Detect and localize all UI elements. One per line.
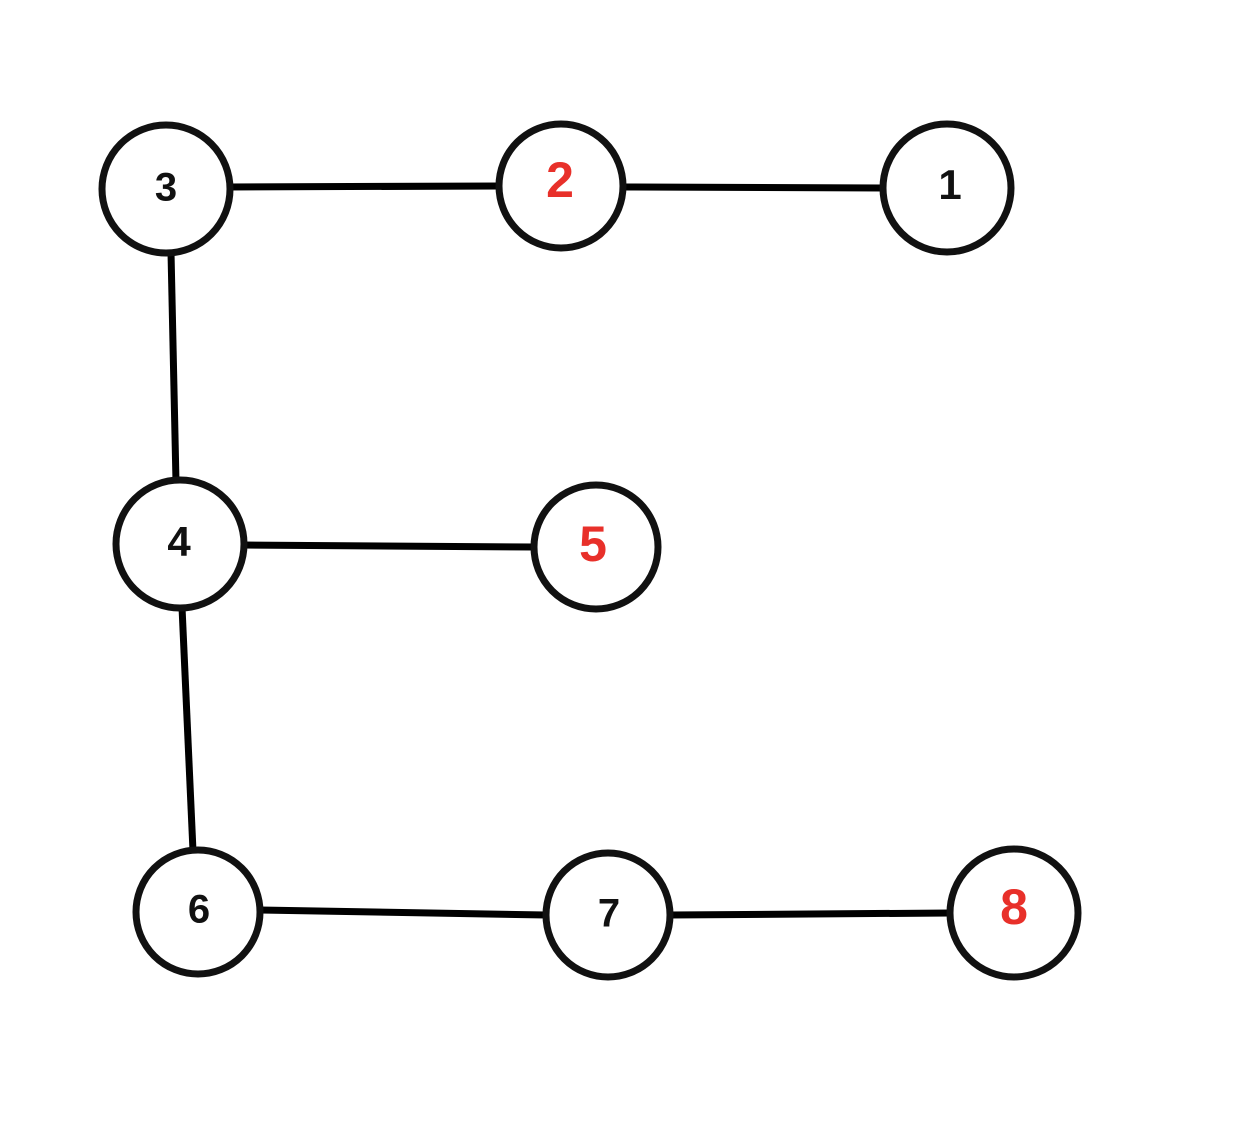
node-label-2: 2: [546, 152, 574, 208]
node-label-6: 6: [188, 888, 210, 932]
node-circle-4[interactable]: [112, 476, 248, 612]
node-circle-5[interactable]: [530, 481, 662, 613]
node-label-3: 3: [155, 166, 177, 210]
graph-node-8[interactable]: 8: [946, 845, 1082, 981]
node-circle-3[interactable]: [98, 121, 234, 257]
graph-edge-n7-n8: [669, 909, 952, 919]
node-circle-1[interactable]: [879, 120, 1015, 256]
graph-node-5[interactable]: 5: [530, 481, 662, 613]
node-circle-6[interactable]: [132, 846, 264, 978]
node-label-4: 4: [167, 518, 191, 565]
node-label-8: 8: [1000, 879, 1028, 935]
graph-edge-n4-n6: [178, 606, 197, 852]
graph-edge-n6-n7: [259, 906, 547, 919]
node-circle-2[interactable]: [495, 120, 627, 252]
graph-edge-n4-n5: [242, 541, 536, 551]
edges-layer: [167, 182, 952, 919]
graph-node-6[interactable]: 6: [132, 846, 264, 978]
graph-node-7[interactable]: 7: [542, 849, 674, 981]
graph-edge-n3-n4: [167, 251, 180, 483]
graph-node-3[interactable]: 3: [98, 121, 234, 257]
graph-node-2[interactable]: 2: [495, 120, 627, 252]
node-circle-8[interactable]: [946, 845, 1082, 981]
node-label-5: 5: [579, 516, 607, 572]
graph-edge-n2-n1: [621, 183, 885, 192]
nodes-layer: 3 2 1 4 5 6 7 8: [98, 120, 1082, 981]
node-label-7: 7: [598, 892, 620, 936]
node-circle-7[interactable]: [542, 849, 674, 981]
graph-edge-n3-n2: [227, 182, 501, 191]
graph-node-4[interactable]: 4: [112, 476, 248, 612]
graph-node-1[interactable]: 1: [879, 120, 1015, 256]
node-label-1: 1: [938, 161, 961, 208]
